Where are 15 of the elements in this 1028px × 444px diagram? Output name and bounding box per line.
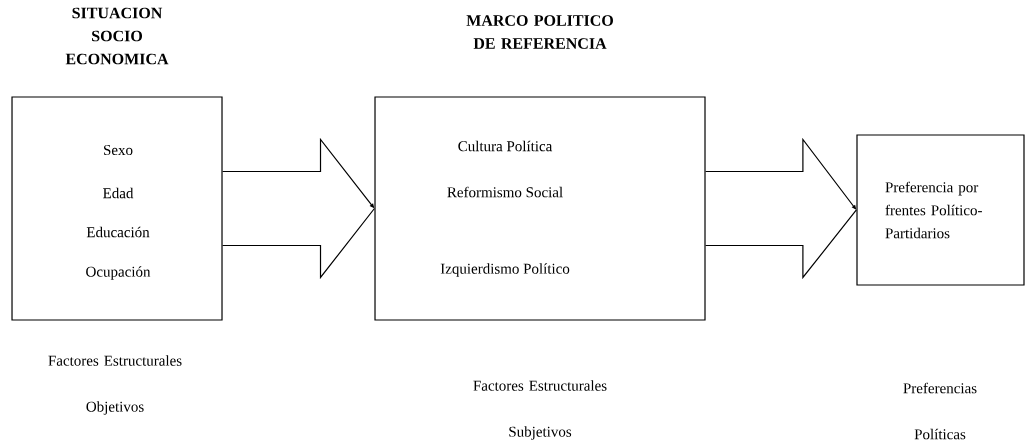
- box-text: Sexo: [104, 144, 133, 156]
- box-text: Cultura Política: [458, 140, 553, 152]
- heading: MARCO POLITICO DE REFERENCIA: [466, 15, 613, 49]
- block-arrow: [222, 137, 375, 280]
- box-text: Edad: [103, 187, 134, 199]
- box-text: Ocupación: [86, 266, 151, 280]
- box-text: Preferencia por frentes Político-Partidarios: [885, 181, 982, 239]
- factor-label: Factores Estructurales Objetivos: [48, 355, 182, 415]
- heading: SITUACION SOCIO ECONOMICA: [65, 7, 169, 65]
- factor-label: Factores Estructurales Subjetivos: [473, 380, 607, 440]
- factor-label: Preferencias Políticas: [903, 382, 977, 440]
- box-text: Izquierdismo Político: [440, 263, 570, 277]
- block-arrow: [705, 137, 857, 280]
- box-text: Reformismo Social: [447, 186, 563, 198]
- box-text: Educación: [86, 226, 150, 238]
